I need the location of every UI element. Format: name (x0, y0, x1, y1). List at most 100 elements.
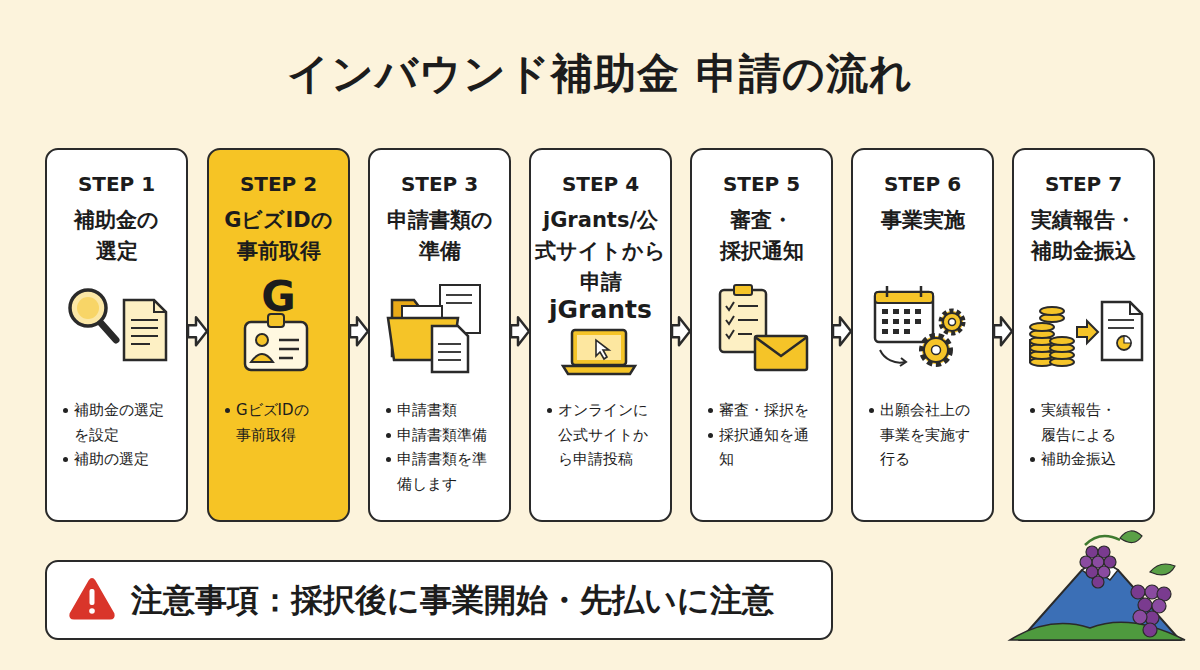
grape-illustration (1086, 566, 1098, 578)
mountain-illustration (1010, 564, 1185, 640)
step-heading: 申請書類の 準備 (370, 205, 509, 267)
bullet-row: 申請書類を準 備します (384, 447, 505, 496)
step-card: STEP 6 事業実施出願会社上の 事業を実施す 行る (851, 148, 994, 522)
bullet-list: 補助金の選定 を設定補助の選定 (61, 398, 182, 472)
flow-arrow (350, 317, 368, 345)
bullet-dot (1030, 457, 1035, 462)
bullet-row: 出願会社上の 事業を実施す 行る (867, 398, 988, 472)
flow-arrow (994, 317, 1012, 345)
step-card: STEP 2 GビズIDの 事前取得 G GビズIDの 事前取得 (207, 148, 350, 522)
bullet-dot (869, 408, 874, 413)
bullet-row: 採択通知を通 知 (706, 423, 827, 472)
step-number: STEP 2 (209, 172, 348, 196)
step-heading: jGrants/公 式サイトから 申請 (531, 205, 670, 298)
bullet-row: GビズIDの 事前取得 (223, 398, 344, 447)
grape-illustration (1098, 546, 1110, 558)
grape-illustration (1120, 531, 1142, 543)
bullet-text: GビズIDの 事前取得 (236, 398, 309, 447)
mountain-illustration (1010, 622, 1185, 640)
step-number: STEP 3 (370, 172, 509, 196)
grape-illustration (1150, 564, 1175, 575)
bullet-list: 実績報告・ 履告による補助金振込 (1028, 398, 1149, 472)
grape-illustration (1080, 531, 1175, 637)
flow-arrow (672, 317, 690, 345)
flow-arrow (188, 317, 207, 345)
bullet-text: 申請書類 (397, 398, 457, 423)
bullet-list: GビズIDの 事前取得 (223, 398, 344, 447)
grape-illustration (1157, 587, 1171, 601)
bullet-text: 実績報告・ 履告による (1041, 398, 1116, 447)
bullet-row: 補助金の選定 を設定 (61, 398, 182, 447)
bullet-row: 補助の選定 (61, 447, 182, 472)
step-number: STEP 4 (531, 172, 670, 196)
flow-arrow (511, 317, 529, 345)
notice-box: 注意事項：採択後に事業開始・先払いに注意 (45, 560, 833, 640)
grape-illustration (1085, 536, 1120, 545)
bullet-row: 補助金振込 (1028, 447, 1149, 472)
grape-illustration (1086, 546, 1098, 558)
step-heading: 実績報告・ 補助金振込 (1014, 205, 1153, 267)
grape-illustration (1143, 623, 1157, 637)
bullet-text: 補助の選定 (74, 447, 149, 472)
bullet-row: 申請書類準備 (384, 423, 505, 448)
bullet-text: 出願会社上の 事業を実施す 行る (880, 398, 970, 472)
step-card: STEP 5 審査・ 採択通知審査・採択を採択通知を通 知 (690, 148, 833, 522)
step-number: STEP 7 (1014, 172, 1153, 196)
grape-illustration (1131, 585, 1145, 599)
bullet-text: 補助金の選定 を設定 (74, 398, 164, 447)
step-number: STEP 5 (692, 172, 831, 196)
bullet-text: 審査・採択を (719, 398, 809, 423)
step-number: STEP 6 (853, 172, 992, 196)
step-card: STEP 7 実績報告・ 補助金振込実績報告・ 履告による補助金振込 (1012, 148, 1155, 522)
step-heading: 事業実施 (853, 205, 992, 236)
bullet-dot (63, 408, 68, 413)
bullet-row: 実績報告・ 履告による (1028, 398, 1149, 447)
gbiz-logo-text: G (209, 274, 348, 320)
diagram-title: インバウンド補助金 申請の流れ (0, 46, 1200, 102)
mountain-illustration (1082, 564, 1118, 582)
grape-illustration (1092, 576, 1104, 588)
bullet-dot (386, 433, 391, 438)
bullet-list: 申請書類申請書類準備申請書類を準 備します (384, 398, 505, 496)
bullet-text: 補助金振込 (1041, 447, 1116, 472)
bullet-dot (708, 433, 713, 438)
bullet-dot (547, 408, 552, 413)
bullet-dot (1030, 408, 1035, 413)
grape-illustration (1145, 611, 1159, 625)
grape-illustration (1092, 556, 1104, 568)
bullet-list: オンラインに 公式サイトか ら申請投稿 (545, 398, 666, 472)
step-number: STEP 1 (47, 172, 186, 196)
bullet-row: 申請書類 (384, 398, 505, 423)
step-card: STEP 4 jGrants/公 式サイトから 申請jGrants オンラインに 公… (529, 148, 672, 522)
step-card: STEP 1 補助金の 選定補助金の選定 を設定補助の選定 (45, 148, 188, 522)
bullet-dot (386, 457, 391, 462)
bullet-list: 審査・採択を採択通知を通 知 (706, 398, 827, 472)
notice-text: 注意事項：採択後に事業開始・先払いに注意 (131, 581, 774, 619)
jgrants-logo-text: jGrants (531, 296, 670, 324)
bullet-dot (708, 408, 713, 413)
grape-illustration (1080, 556, 1092, 568)
bullet-row: 審査・採択を (706, 398, 827, 423)
step-heading: 補助金の 選定 (47, 205, 186, 267)
bullet-text: 申請書類準備 (397, 423, 487, 448)
grape-illustration (1138, 598, 1152, 612)
grape-illustration (1098, 566, 1110, 578)
bullet-dot (63, 457, 68, 462)
bullet-dot (386, 408, 391, 413)
bullet-list: 出願会社上の 事業を実施す 行る (867, 398, 988, 472)
grape-illustration (1133, 610, 1147, 624)
bullet-text: オンラインに 公式サイトか ら申請投稿 (558, 398, 648, 472)
grape-illustration (1152, 599, 1166, 613)
mountain-illustration (1020, 564, 1180, 640)
bullet-text: 申請書類を準 備します (397, 447, 487, 496)
step-heading: 審査・ 採択通知 (692, 205, 831, 267)
grape-illustration (1104, 556, 1116, 568)
bullet-dot (225, 408, 230, 413)
step-heading: GビズIDの 事前取得 (209, 205, 348, 267)
flow-arrow (833, 317, 851, 345)
bullet-text: 採択通知を通 知 (719, 423, 809, 472)
bullet-row: オンラインに 公式サイトか ら申請投稿 (545, 398, 666, 472)
grape-illustration (1145, 585, 1159, 599)
step-card: STEP 3 申請書類の 準備申請書類申請書類準備申請書類を準 備します (368, 148, 511, 522)
